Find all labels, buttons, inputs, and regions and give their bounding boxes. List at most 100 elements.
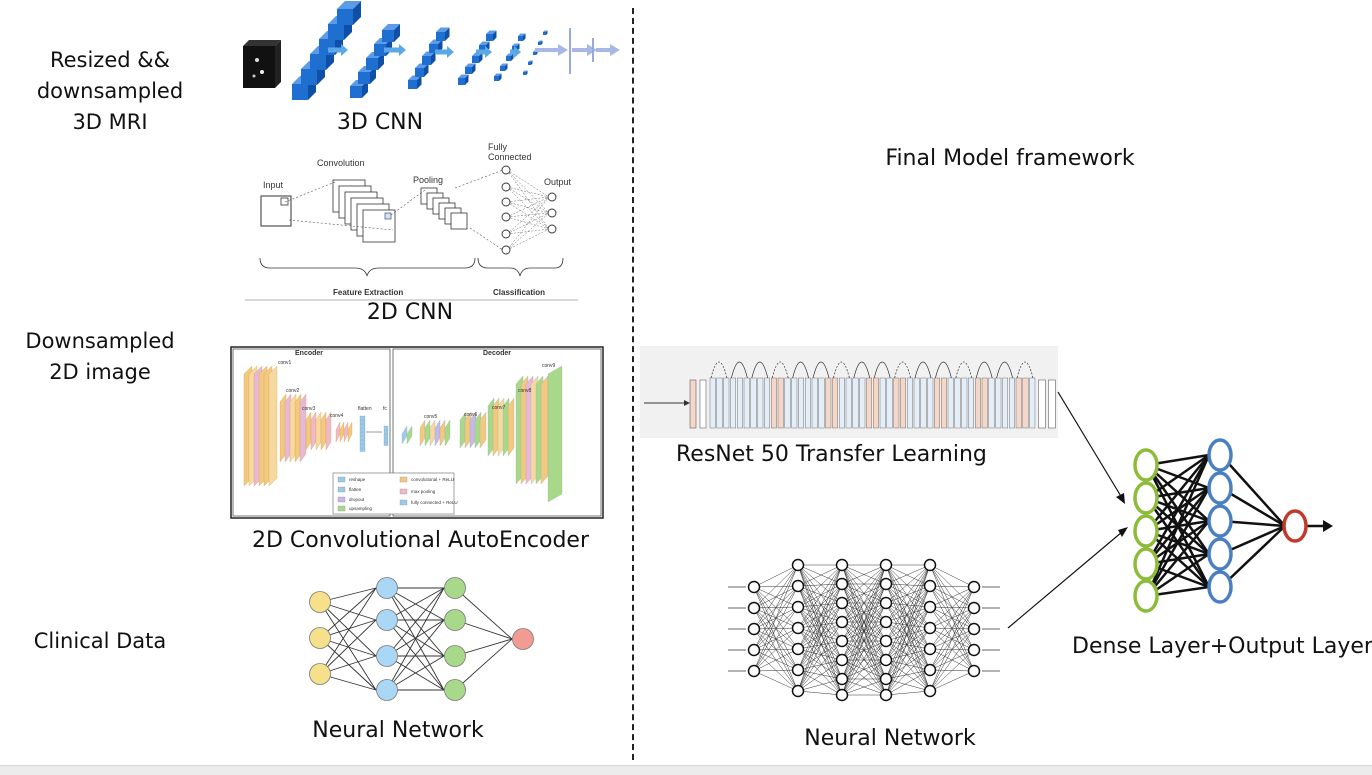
neuron [791, 558, 805, 572]
cnn2d-convolution-label: Convolution [317, 158, 365, 168]
conv1-label: conv1 [278, 360, 292, 366]
neuron [376, 577, 398, 599]
neuron [923, 558, 937, 572]
neuron [376, 645, 398, 667]
neuron [879, 688, 893, 702]
neuron [835, 688, 849, 702]
caption-3d-cnn: 3D CNN [336, 110, 424, 135]
neuron [835, 615, 849, 629]
neuron [923, 642, 937, 656]
neuron [1133, 514, 1159, 548]
neuron [309, 627, 331, 649]
dense-arrows [535, 28, 620, 74]
neuron [835, 634, 849, 648]
neuron [923, 579, 937, 593]
neuron [747, 601, 761, 615]
neuron [444, 679, 466, 701]
section-divider [632, 8, 634, 760]
neuron [1133, 547, 1159, 581]
neuron [879, 653, 893, 667]
resnet50-figure [640, 346, 1058, 438]
neuron [835, 558, 849, 572]
neuron [747, 580, 761, 594]
label-3d-mri: Resized && downsampled 3D MRI [36, 48, 184, 134]
conv7-label: conv7 [492, 405, 506, 411]
caption-nn-left: Neural Network [312, 718, 484, 743]
neuron [791, 642, 805, 656]
neuron [879, 634, 893, 648]
neuron [444, 645, 466, 667]
final-model-title: Final Model framework [885, 146, 1135, 171]
neuron [747, 643, 761, 657]
ae-legend-item: max pooling [411, 489, 436, 494]
autoencoder-figure: Encoder Decoder conv1 conv2 conv3 conv4 … [230, 346, 604, 519]
feature-extraction-label: Feature Extraction [333, 288, 403, 297]
fc-label: fc [383, 406, 387, 412]
decoder-layers [401, 365, 563, 503]
neuron [1207, 504, 1233, 538]
label-clinical-data: Clinical Data [33, 629, 167, 653]
flatten-label: flatten [358, 406, 372, 412]
fc-network [284, 165, 557, 255]
neuron [376, 679, 398, 701]
neuron [376, 609, 398, 631]
neuron [309, 591, 331, 613]
neuron [923, 621, 937, 635]
neuron [923, 663, 937, 677]
neuron [1133, 481, 1159, 515]
cnn2d-input-label: Input [263, 180, 284, 190]
conv-stack [332, 179, 396, 243]
conv6-label: conv6 [464, 412, 478, 418]
neuron [923, 684, 937, 698]
conv5-label: conv5 [424, 414, 438, 420]
conv-feature-maps [292, 1, 548, 100]
neuron [791, 684, 805, 698]
neuron [1133, 448, 1159, 482]
caption-autoencoder: 2D Convolutional AutoEncoder [252, 528, 589, 553]
bottom-bar [0, 765, 1372, 775]
neuron [923, 600, 937, 614]
conv3-label: conv3 [302, 406, 316, 412]
neuron [791, 663, 805, 677]
neuron [1207, 537, 1233, 571]
neuron [879, 596, 893, 610]
neuron [879, 672, 893, 686]
neuron [967, 622, 981, 636]
decoder-label: Decoder [483, 350, 511, 357]
cnn-3d-figure [243, 1, 620, 100]
neuron [1207, 471, 1233, 505]
neuron [444, 577, 466, 599]
caption-resnet: ResNet 50 Transfer Learning [676, 442, 987, 467]
neuron [879, 615, 893, 629]
caption-nn-right: Neural Network [804, 726, 976, 751]
neuron [444, 609, 466, 631]
neuron [791, 600, 805, 614]
neuron [967, 580, 981, 594]
ae-legend-item: dropout [349, 497, 365, 502]
encoder-layers [243, 365, 389, 487]
classification-label: Classification [493, 288, 545, 297]
neuron [747, 664, 761, 678]
neuron [879, 577, 893, 591]
conv4-label: conv4 [330, 413, 344, 419]
neuron [1133, 579, 1159, 613]
output-neuron [1282, 509, 1308, 543]
label-2d-image: Downsampled 2D image [25, 329, 175, 384]
neuron [967, 643, 981, 657]
neuron [835, 672, 849, 686]
neuron [747, 622, 761, 636]
neuron [791, 621, 805, 635]
ae-legend-item: convolutional + ReLU [411, 477, 454, 482]
neuron [835, 653, 849, 667]
cnn2d-output-label: Output [544, 177, 572, 187]
image-neural-network [728, 558, 1000, 702]
pool-stack [420, 187, 468, 230]
neuron [1207, 570, 1233, 604]
neuron [512, 628, 534, 650]
neuron [309, 663, 331, 685]
mri-volume [243, 46, 275, 88]
ae-legend-item: flatten [349, 487, 362, 492]
dense-output-network [1133, 438, 1333, 613]
clinical-neural-network [309, 577, 534, 701]
